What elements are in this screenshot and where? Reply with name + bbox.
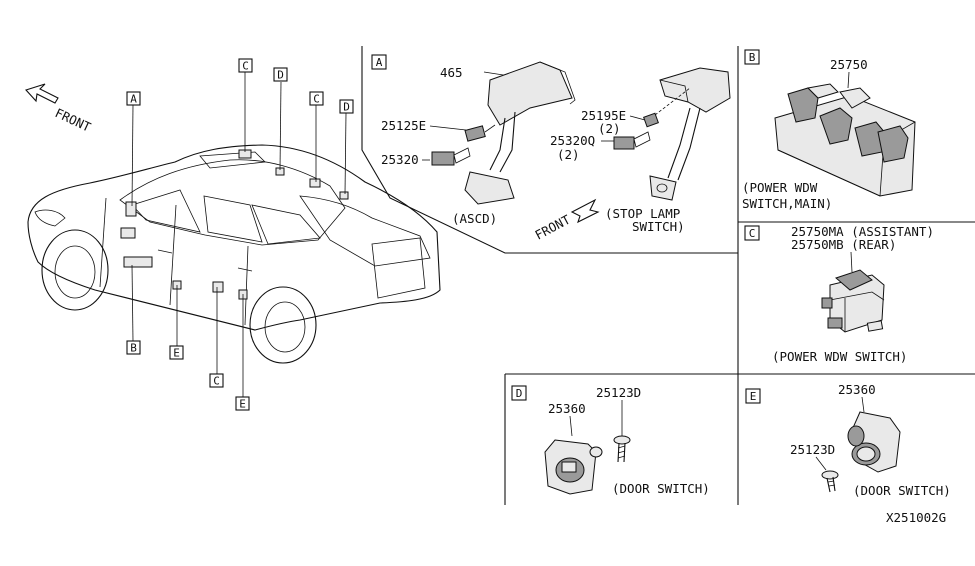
panel-a: A 465 25125E 25320 25195E (2) 25320Q (2) [371, 54, 731, 243]
part-25195e: 25195E [581, 108, 626, 123]
front-label-panel-a: FRONT [532, 212, 573, 243]
panel-c: C 25750MA (ASSISTANT) 25750MB (REAR) (PO… [744, 224, 934, 364]
svg-text:E: E [173, 347, 180, 360]
svg-text:A: A [130, 93, 137, 106]
car-callout-e-left: E [169, 345, 184, 360]
svg-text:D: D [277, 69, 284, 82]
part-25123d-d: 25123D [596, 385, 641, 400]
panel-e-letter: E [750, 390, 757, 403]
panel-b-letter: B [749, 51, 756, 64]
car-callout-b: B [126, 340, 141, 355]
part-25750: 25750 [830, 57, 868, 72]
qty-25195e: (2) [598, 121, 621, 136]
part-465: 465 [440, 65, 463, 80]
front-arrow-car: FRONT [25, 83, 94, 135]
car-callout-e-right: E [235, 396, 250, 411]
caption-d: (DOOR SWITCH) [612, 481, 710, 496]
car-callout-c-roof: C [309, 91, 324, 106]
panel-d: D 25360 25123D (DOOR SWITCH) [511, 385, 710, 496]
panel-c-letter: C [749, 227, 756, 240]
car-illustration [27, 144, 441, 364]
svg-text:E: E [239, 398, 246, 411]
caption-b-1: (POWER WDW [742, 180, 818, 195]
caption-stop-lamp-1: (STOP LAMP [605, 206, 680, 221]
svg-text:C: C [213, 375, 220, 388]
part-25320: 25320 [381, 152, 419, 167]
car-callout-d-top: D [273, 67, 288, 82]
panel-d-letter: D [516, 387, 523, 400]
car-callout-c-bottom: C [209, 373, 224, 388]
part-25125e: 25125E [381, 118, 426, 133]
part-25320q: 25320Q [550, 133, 595, 148]
caption-c: (POWER WDW SWITCH) [772, 349, 907, 364]
panel-b: B 25750 (POWER WDW SWITCH,MAIN) [742, 49, 916, 211]
svg-text:C: C [242, 60, 249, 73]
car-leader-lines [131, 72, 347, 397]
front-label-car: FRONT [53, 105, 94, 135]
car-callout-a: A [126, 91, 141, 106]
caption-ascd: (ASCD) [452, 211, 497, 226]
part-25750ma: 25750MA (ASSISTANT) [791, 224, 934, 239]
qty-25320q: (2) [557, 147, 580, 162]
caption-b-2: SWITCH,MAIN) [742, 196, 832, 211]
part-25360-e: 25360 [838, 382, 876, 397]
caption-e: (DOOR SWITCH) [853, 483, 951, 498]
car-callout-d-roof: D [339, 99, 354, 114]
panel-a-letter: A [376, 56, 383, 69]
caption-stop-lamp-2: SWITCH) [632, 219, 685, 234]
part-25360-d: 25360 [548, 401, 586, 416]
car-callout-c-top: C [238, 58, 253, 73]
svg-text:D: D [343, 101, 350, 114]
panel-dividers [361, 46, 975, 505]
svg-text:B: B [130, 342, 137, 355]
svg-text:C: C [313, 93, 320, 106]
part-25123d-e: 25123D [790, 442, 835, 457]
part-25750mb: 25750MB (REAR) [791, 237, 896, 252]
diagram-code: X251002G [886, 510, 946, 525]
panel-e: E 25360 25123D (DOOR SWITCH) [745, 382, 951, 498]
